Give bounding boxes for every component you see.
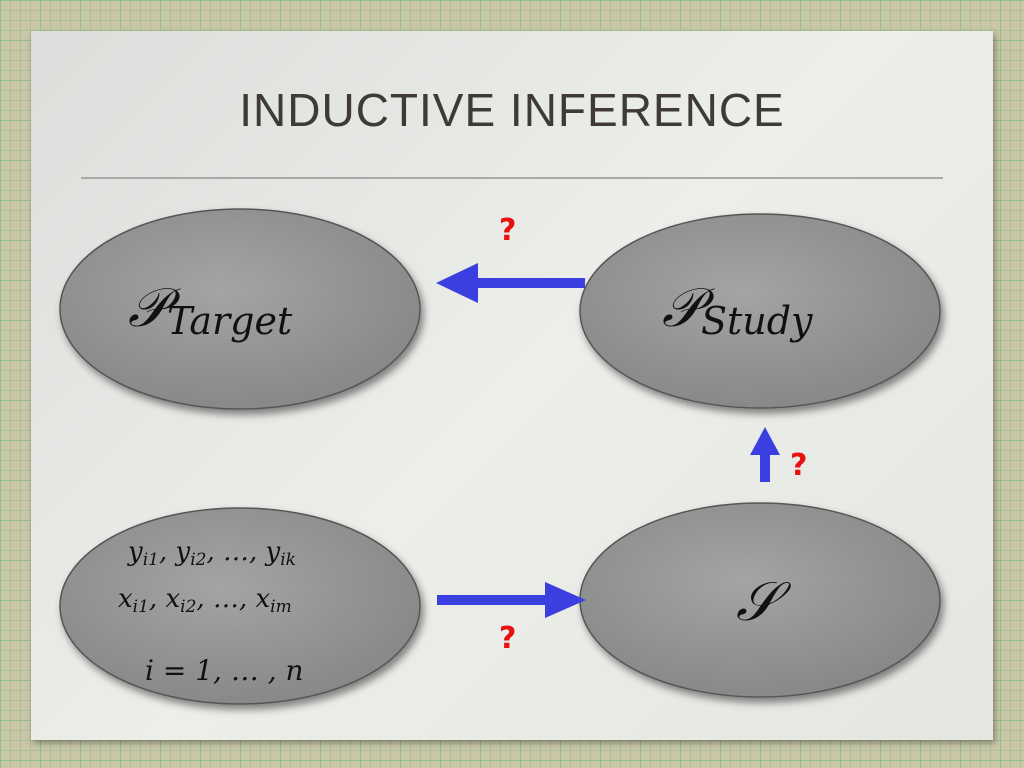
- question-mark-measurement: ?: [499, 621, 516, 656]
- arrow-sample-to-study: [750, 427, 780, 482]
- title-divider: [81, 177, 943, 179]
- arrow-data-to-sample: [437, 582, 586, 618]
- node-p-target: [59, 208, 421, 410]
- question-mark-generalization: ?: [499, 213, 516, 248]
- x-variables: xi1, xi2, …, xim: [118, 584, 292, 617]
- arrow-study-to-target: [436, 263, 585, 303]
- node-p-study: [579, 213, 941, 409]
- p-target-label: 𝒫Target: [128, 276, 293, 343]
- slide-title: INDUCTIVE INFERENCE: [239, 84, 785, 136]
- node-data: [59, 507, 421, 705]
- question-mark-sampling: ?: [790, 448, 807, 483]
- y-variables: yi1, yi2, …, yik: [127, 537, 296, 570]
- index-range: i = 1, … , n: [145, 654, 304, 687]
